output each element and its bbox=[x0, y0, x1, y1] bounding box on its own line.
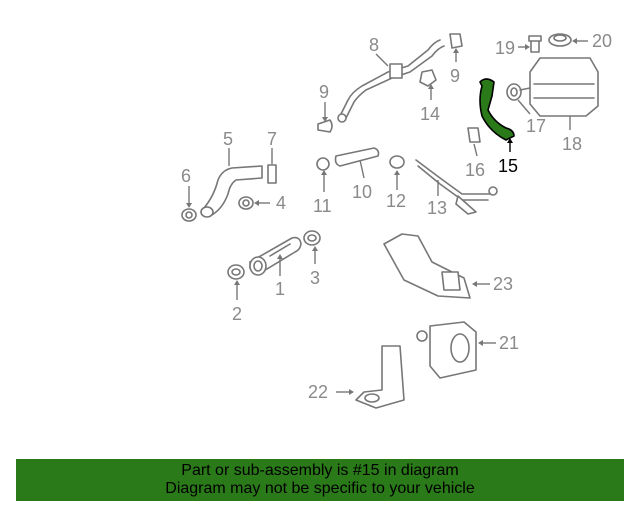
callout-12: 12 bbox=[386, 191, 406, 211]
part-12-clamp[interactable] bbox=[389, 155, 405, 169]
banner-line-2: Diagram may not be specific to your vehi… bbox=[165, 480, 475, 497]
part-18-reservoir[interactable] bbox=[519, 57, 599, 117]
part-5-hose[interactable] bbox=[200, 165, 263, 218]
callout-19: 19 bbox=[495, 38, 515, 58]
part-23-bracket[interactable] bbox=[383, 233, 471, 299]
part-9-clip-upper[interactable] bbox=[449, 33, 463, 49]
part-3-clamp[interactable] bbox=[303, 230, 321, 246]
part-2-clamp[interactable] bbox=[227, 264, 245, 280]
vehicle-fit-banner: Part or sub-assembly is #15 in diagram D… bbox=[16, 459, 624, 501]
callout-1: 1 bbox=[275, 279, 285, 299]
callout-10: 10 bbox=[352, 182, 372, 202]
callout-21: 21 bbox=[499, 333, 519, 353]
callout-6: 6 bbox=[181, 166, 191, 186]
part-16-clip[interactable] bbox=[467, 127, 481, 143]
leader-lines bbox=[186, 38, 588, 395]
callout-14: 14 bbox=[420, 104, 440, 124]
part-19-bolt[interactable] bbox=[528, 35, 542, 53]
callout-3: 3 bbox=[310, 268, 320, 288]
part-7-sleeve[interactable] bbox=[267, 164, 277, 184]
callout-23: 23 bbox=[493, 274, 513, 294]
part-6-clamp[interactable] bbox=[181, 208, 197, 222]
callout-2: 2 bbox=[232, 304, 242, 324]
part-4-clamp[interactable] bbox=[238, 196, 254, 210]
callout-22: 22 bbox=[308, 382, 328, 402]
part-1-hose[interactable] bbox=[249, 236, 302, 276]
callout-11: 11 bbox=[313, 196, 332, 216]
part-14-bracket[interactable] bbox=[419, 69, 437, 87]
parts-diagram: 1 2 3 4 5 6 7 8 9 9 10 11 12 13 14 15 16… bbox=[181, 31, 612, 409]
callout-17: 17 bbox=[526, 116, 546, 136]
part-13-pipe[interactable] bbox=[415, 159, 498, 215]
callout-13: 13 bbox=[427, 198, 447, 218]
callout-5: 5 bbox=[223, 129, 233, 149]
callout-8: 8 bbox=[369, 35, 379, 55]
callout-15: 15 bbox=[498, 156, 518, 176]
part-20-cap[interactable] bbox=[548, 33, 572, 47]
part-9-clip-lower[interactable] bbox=[317, 119, 333, 133]
callout-7: 7 bbox=[267, 129, 277, 149]
callout-9-upper: 9 bbox=[450, 66, 460, 86]
callout-4: 4 bbox=[276, 193, 286, 213]
part-11-clamp[interactable] bbox=[316, 157, 330, 171]
part-8-pipe[interactable] bbox=[337, 39, 445, 123]
callout-16: 16 bbox=[465, 160, 485, 180]
banner-line-1: Part or sub-assembly is #15 in diagram bbox=[181, 462, 459, 479]
callout-9-lower: 9 bbox=[319, 82, 329, 102]
part-21-module[interactable] bbox=[416, 321, 477, 379]
callout-labels: 1 2 3 4 5 6 7 8 9 9 10 11 12 13 14 15 16… bbox=[181, 31, 612, 402]
part-15-hose[interactable] bbox=[479, 78, 515, 141]
callout-20: 20 bbox=[592, 31, 612, 51]
part-17-clamp[interactable] bbox=[506, 83, 522, 101]
callout-18: 18 bbox=[562, 134, 582, 154]
part-10-hose[interactable] bbox=[334, 147, 380, 167]
part-22-bracket[interactable] bbox=[355, 345, 405, 409]
